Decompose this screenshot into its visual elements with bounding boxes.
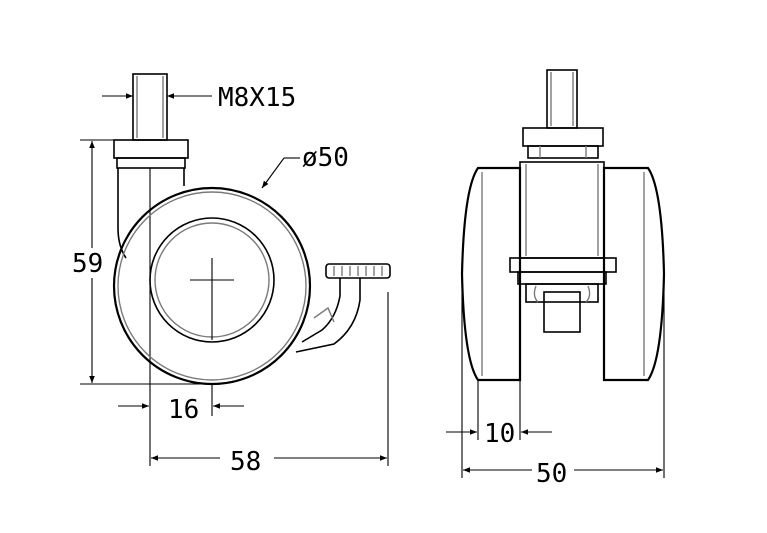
dimension-front-total-width: 50 bbox=[461, 274, 665, 489]
total-width-label: 58 bbox=[230, 447, 261, 477]
front-axle-band bbox=[509, 257, 617, 333]
front-center-body bbox=[519, 161, 605, 259]
side-wheel bbox=[112, 186, 312, 386]
brake-pedal bbox=[295, 263, 391, 353]
stem-nut bbox=[113, 139, 189, 169]
front-view: 10 50 bbox=[446, 69, 666, 489]
height-label: 59 bbox=[72, 249, 103, 279]
side-view: M8X15 ø50 59 16 58 bbox=[72, 73, 391, 477]
threaded-stem bbox=[132, 73, 168, 141]
dimension-offset: 16 bbox=[118, 384, 244, 425]
front-wheel-left bbox=[460, 166, 522, 382]
front-threaded-stem bbox=[546, 69, 578, 129]
dimension-height: 59 bbox=[72, 139, 212, 385]
dimension-wheel-diameter: ø50 bbox=[261, 143, 349, 189]
wheel-diameter-label: ø50 bbox=[302, 143, 349, 173]
dimension-total-width: 58 bbox=[151, 292, 389, 477]
front-wheel-right bbox=[602, 166, 666, 382]
front-nut bbox=[522, 127, 604, 159]
dimension-wheel-width: 10 bbox=[446, 380, 552, 449]
fork-housing bbox=[117, 168, 185, 466]
thread-label: M8X15 bbox=[218, 83, 296, 113]
wheel-width-label: 10 bbox=[484, 419, 515, 449]
front-total-width-label: 50 bbox=[536, 459, 567, 489]
offset-label: 16 bbox=[168, 395, 199, 425]
dimension-thread: M8X15 bbox=[102, 83, 296, 113]
